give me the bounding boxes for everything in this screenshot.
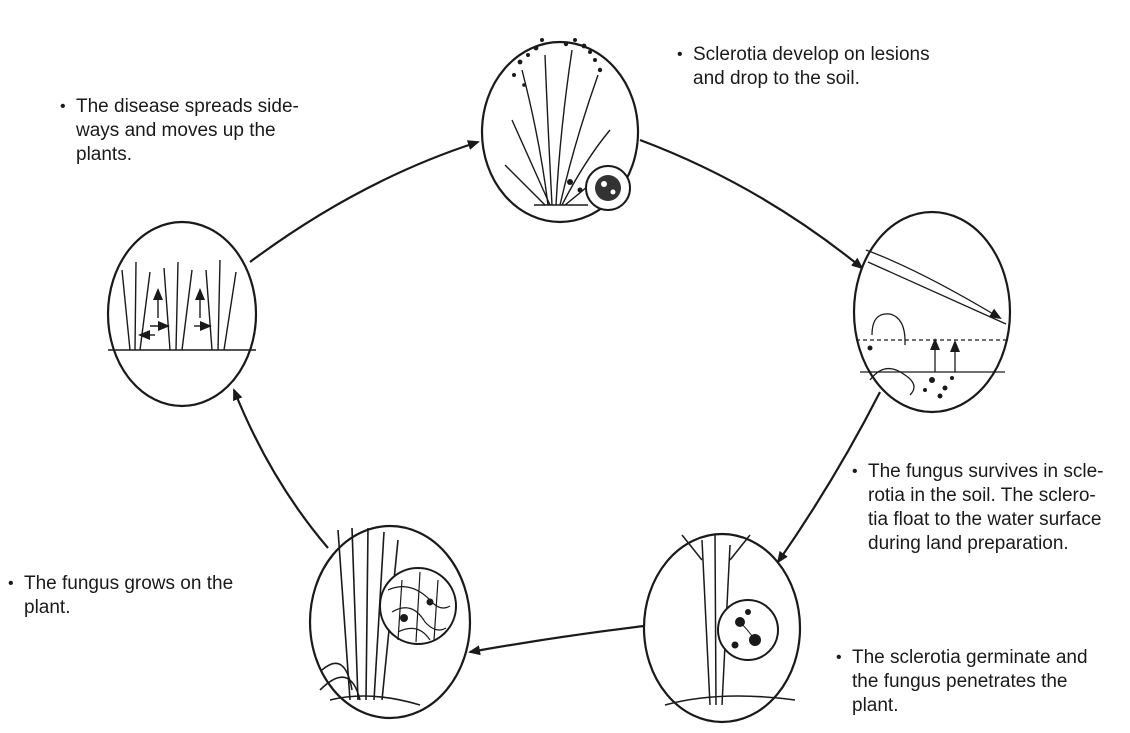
plant-stem-icon	[319, 527, 421, 706]
bullet: •	[852, 463, 858, 480]
germinating-sclerotia-magnified-icon	[717, 599, 779, 661]
bullet: •	[836, 649, 842, 666]
stage-circle-top	[480, 38, 640, 224]
bullet: •	[8, 575, 14, 592]
caption-disease-spreads: •The disease spreads side- ways and move…	[60, 96, 299, 165]
spreading-plants-icon	[108, 259, 256, 351]
arrow-bottom-left-to-left	[232, 388, 329, 549]
stage-circle-bottom-left	[308, 524, 472, 720]
stage-circle-left	[106, 220, 258, 408]
arrow-right-to-bottom-right	[776, 391, 881, 564]
caption-fungus-survives: •The fungus survives in scle- rotia in t…	[852, 461, 1104, 554]
stage-circle-bottom-right	[642, 532, 802, 724]
arrow-bottom-right-to-bottom-left	[468, 624, 645, 656]
panicle-dots	[512, 38, 603, 87]
caption-sclerotia-develop: •Sclerotia develop on lesions and drop t…	[677, 44, 930, 89]
arrow-left-to-top	[249, 140, 480, 263]
mature-rice-plant-icon	[504, 49, 611, 206]
floating-sclerotia-dots	[867, 345, 954, 399]
bullet: •	[677, 46, 683, 63]
bullet: •	[60, 98, 66, 115]
young-plant-icon	[664, 534, 796, 706]
fungal-hyphae-magnified-icon	[379, 567, 457, 645]
cycle-arrows	[232, 138, 881, 656]
caption-fungus-grows: •The fungus grows on the plant.	[8, 573, 234, 618]
sclerotia-magnified-icon	[567, 165, 631, 211]
stage-circle-right	[852, 210, 1012, 414]
caption-sclerotia-germinate: •The sclerotia germinate and the fungus …	[836, 647, 1088, 716]
arrow-top-to-right	[639, 138, 864, 270]
water-surface-icon	[856, 249, 1008, 396]
